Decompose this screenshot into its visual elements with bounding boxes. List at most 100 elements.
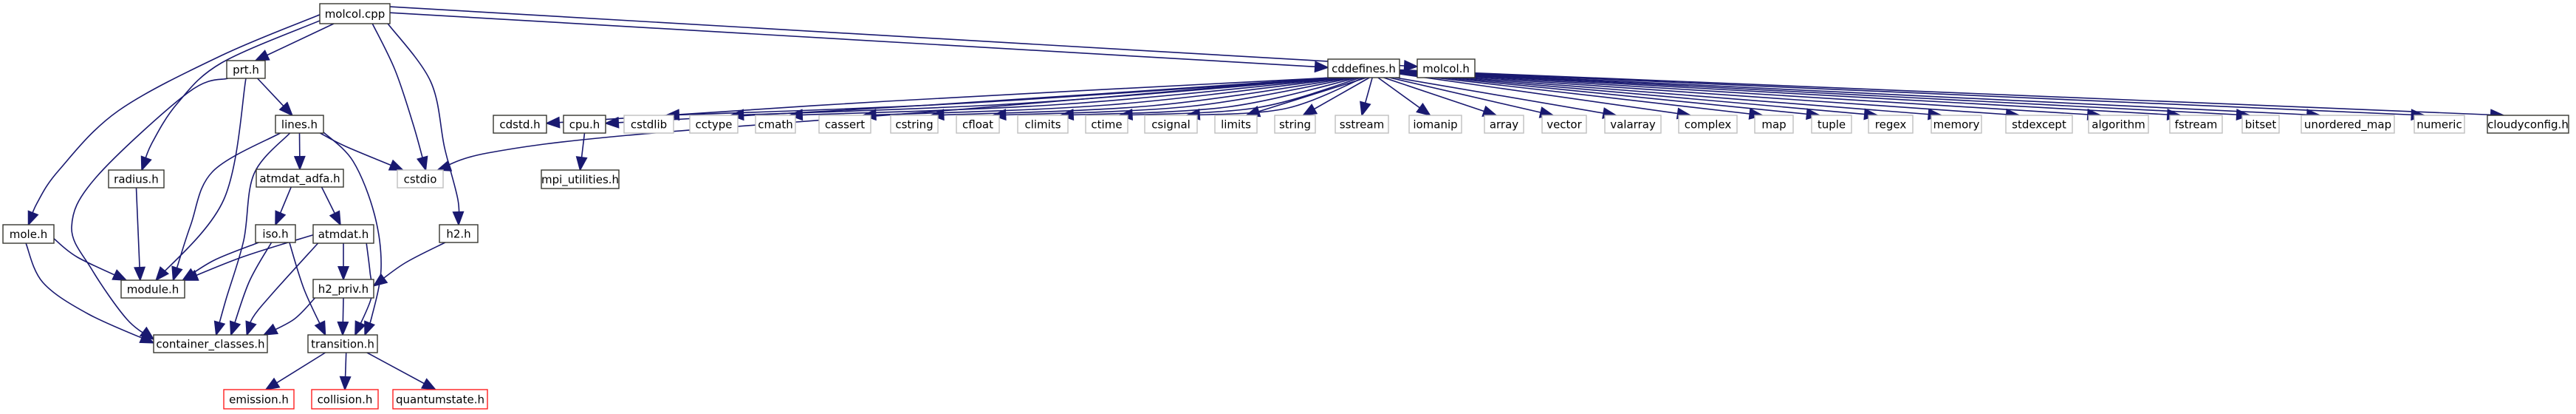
node-box[interactable] [307, 334, 378, 353]
node-box[interactable] [1408, 115, 1462, 134]
node-box[interactable] [1484, 115, 1524, 134]
node-box[interactable] [223, 389, 295, 410]
node-box[interactable] [1144, 115, 1198, 134]
node-stdexcept[interactable]: stdexcept [2005, 115, 2073, 134]
node-box[interactable] [256, 169, 344, 188]
node-box[interactable] [1754, 115, 1794, 134]
node-complex[interactable]: complex [1678, 115, 1738, 134]
node-box[interactable] [1017, 115, 1069, 134]
node-box[interactable] [1678, 115, 1738, 134]
node-cpu_h[interactable]: cpu.h [563, 115, 606, 134]
node-box[interactable] [2241, 115, 2280, 134]
node-box[interactable] [623, 115, 674, 134]
node-iomanip[interactable]: iomanip [1408, 115, 1462, 134]
node-box[interactable] [2169, 115, 2223, 134]
node-cassert[interactable]: cassert [818, 115, 871, 134]
node-numeric[interactable]: numeric [2414, 115, 2465, 134]
node-climits[interactable]: climits [1017, 115, 1069, 134]
node-tuple[interactable]: tuple [1811, 115, 1852, 134]
node-atmdat_h[interactable]: atmdat.h [312, 224, 374, 244]
node-box[interactable] [563, 115, 606, 134]
node-memory[interactable]: memory [1931, 115, 1982, 134]
node-box[interactable] [755, 115, 796, 134]
node-ctime[interactable]: ctime [1085, 115, 1128, 134]
node-molcol_cpp[interactable]: molcol.cpp [319, 3, 391, 24]
node-box[interactable] [541, 169, 620, 189]
node-box[interactable] [1868, 115, 1914, 134]
node-box[interactable] [2487, 115, 2569, 134]
node-container_classes_h[interactable]: container_classes.h [153, 334, 268, 353]
node-cddefines_h[interactable]: cddefines.h [1327, 58, 1400, 78]
node-box[interactable] [1335, 115, 1389, 134]
node-cmath[interactable]: cmath [755, 115, 796, 134]
node-csignal[interactable]: csignal [1144, 115, 1198, 134]
node-emission_h[interactable]: emission.h [223, 389, 295, 410]
node-array[interactable]: array [1484, 115, 1524, 134]
node-box[interactable] [312, 224, 374, 244]
node-box[interactable] [1327, 58, 1400, 78]
node-box[interactable] [311, 389, 379, 410]
node-box[interactable] [1417, 58, 1476, 78]
node-box[interactable] [956, 115, 1000, 134]
node-box[interactable] [255, 224, 296, 243]
node-box[interactable] [689, 115, 739, 134]
node-vector[interactable]: vector [1541, 115, 1587, 134]
node-box[interactable] [153, 334, 268, 353]
node-cfloat[interactable]: cfloat [956, 115, 1000, 134]
node-box[interactable] [2301, 115, 2395, 134]
node-sstream[interactable]: sstream [1335, 115, 1389, 134]
node-cstdio[interactable]: cstdio [397, 169, 444, 189]
node-bitset[interactable]: bitset [2241, 115, 2280, 134]
node-algorithm[interactable]: algorithm [2088, 115, 2149, 134]
node-box[interactable] [226, 60, 266, 79]
node-box[interactable] [493, 115, 547, 134]
node-h2_h[interactable]: h2.h [439, 224, 479, 243]
node-box[interactable] [439, 224, 479, 243]
node-box[interactable] [1274, 115, 1316, 134]
node-unordered_map[interactable]: unordered_map [2301, 115, 2395, 134]
node-box[interactable] [275, 115, 324, 134]
node-box[interactable] [2, 224, 55, 244]
node-box[interactable] [1085, 115, 1128, 134]
node-fstream[interactable]: fstream [2169, 115, 2223, 134]
node-box[interactable] [2414, 115, 2465, 134]
node-mole_h[interactable]: mole.h [2, 224, 55, 244]
node-box[interactable] [1811, 115, 1852, 134]
node-box[interactable] [1541, 115, 1587, 134]
node-box[interactable] [2005, 115, 2073, 134]
node-box[interactable] [392, 389, 488, 410]
node-molcol_h[interactable]: molcol.h [1417, 58, 1476, 78]
node-box[interactable] [108, 169, 165, 189]
node-box[interactable] [890, 115, 939, 134]
node-cstring[interactable]: cstring [890, 115, 939, 134]
node-cloudyconfig_h[interactable]: cloudyconfig.h [2487, 115, 2569, 134]
node-lines_h[interactable]: lines.h [275, 115, 324, 134]
node-mpi_utilities_h[interactable]: mpi_utilities.h [541, 169, 620, 189]
node-box[interactable] [120, 279, 185, 299]
node-limits[interactable]: limits [1214, 115, 1258, 134]
node-string[interactable]: string [1274, 115, 1316, 134]
node-cdstd_h[interactable]: cdstd.h [493, 115, 547, 134]
node-radius_h[interactable]: radius.h [108, 169, 165, 189]
node-box[interactable] [1214, 115, 1258, 134]
node-h2_priv_h[interactable]: h2_priv.h [312, 279, 374, 299]
node-prt_h[interactable]: prt.h [226, 60, 266, 79]
node-cstdlib[interactable]: cstdlib [623, 115, 674, 134]
node-box[interactable] [397, 169, 444, 189]
node-quantumstate_h[interactable]: quantumstate.h [392, 389, 488, 410]
node-box[interactable] [312, 279, 374, 299]
node-box[interactable] [818, 115, 871, 134]
node-box[interactable] [1604, 115, 1662, 134]
node-box[interactable] [1931, 115, 1982, 134]
node-box[interactable] [319, 3, 391, 24]
node-cctype[interactable]: cctype [689, 115, 739, 134]
node-map[interactable]: map [1754, 115, 1794, 134]
node-regex[interactable]: regex [1868, 115, 1914, 134]
node-module_h[interactable]: module.h [120, 279, 185, 299]
node-transition_h[interactable]: transition.h [307, 334, 378, 353]
node-box[interactable] [2088, 115, 2149, 134]
node-collision_h[interactable]: collision.h [311, 389, 379, 410]
node-valarray[interactable]: valarray [1604, 115, 1662, 134]
node-iso_h[interactable]: iso.h [255, 224, 296, 243]
node-atmdat_adfa_h[interactable]: atmdat_adfa.h [256, 169, 344, 188]
